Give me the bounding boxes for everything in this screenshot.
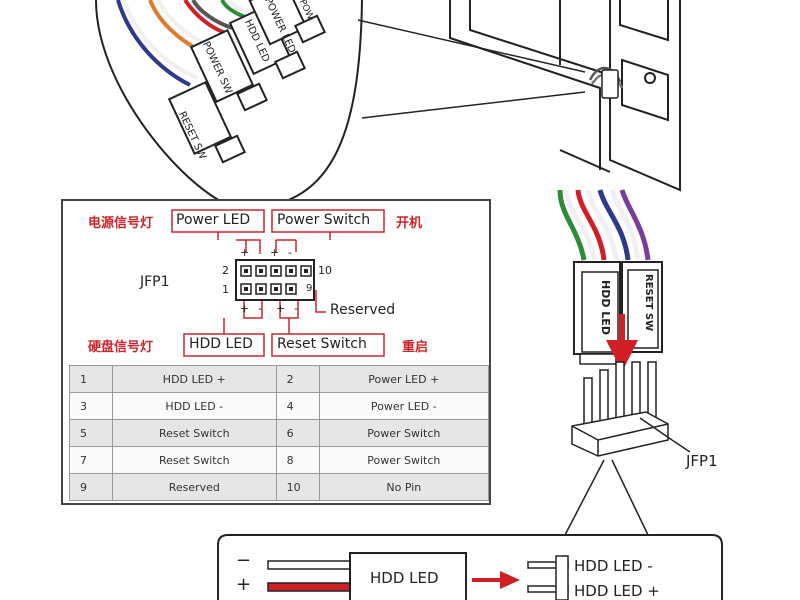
label-hdd-led-plug: HDD LED (599, 280, 612, 335)
minus-sign-a: - (258, 246, 262, 259)
detail-pins (527, 555, 569, 600)
reset-switch-box (271, 333, 385, 357)
label-row-1: 1 (222, 283, 229, 296)
pin-function-cell: Reset Switch (112, 419, 277, 447)
label-jfp1-header: JFP1 (686, 452, 718, 470)
label-hdd-indicator-cn: 硬盘信号灯 (88, 340, 154, 355)
plus-sign-a: + (240, 246, 250, 259)
down-arrow (606, 314, 638, 372)
pin-function-cell: HDD LED - (112, 392, 277, 420)
connector-power-led (248, 0, 327, 46)
pin-function-cell: Power Switch (318, 446, 490, 474)
pin-number-cell: 5 (69, 419, 113, 447)
jfp1-leader (639, 417, 673, 441)
pin-function-cell: No Pin (318, 473, 490, 501)
callout-line (361, 91, 586, 119)
power-switch-box (271, 209, 385, 233)
right-plug (573, 261, 663, 365)
right-wires (557, 189, 651, 261)
pin-number-cell: 2 (275, 365, 320, 393)
pin-number-cell: 8 (275, 446, 320, 474)
pin-number-cell: 4 (275, 392, 320, 420)
pin-number-cell: 1 (69, 365, 113, 393)
label-power-on-cn: 开机 (396, 216, 423, 231)
pin-number-cell: 7 (69, 446, 113, 474)
pin-function-cell: Reserved (112, 473, 277, 501)
wire-bundle-top (116, 0, 253, 87)
plus-sign-c: + (240, 302, 250, 315)
minus-sign-d: - (294, 302, 298, 315)
detail-arrow (472, 571, 520, 589)
pin-number-cell: 10 (275, 473, 320, 501)
pin-number-cell: 9 (69, 473, 113, 501)
jfp1-leader (671, 439, 691, 453)
case-cable (588, 66, 624, 99)
minus-sign-b: - (288, 246, 292, 259)
label-jfp1-panel: JFP1 (140, 274, 170, 290)
pin-function-cell: Power Switch (318, 419, 490, 447)
pin-function-cell: Reset Switch (112, 446, 277, 474)
pin-number-cell: 6 (275, 419, 320, 447)
label-col-9: 9 (306, 283, 313, 294)
minus-sign-c: - (258, 302, 262, 315)
connector-power-sw (189, 29, 269, 112)
zoom-line (564, 459, 605, 536)
detail-plug (349, 552, 467, 600)
label-reset-switch-box: Reset Switch (277, 336, 367, 352)
label-power-led-box: Power LED (176, 212, 251, 228)
label-power-indicator-cn: 电源信号灯 (88, 216, 154, 231)
pin-header (235, 259, 315, 301)
label-restart-cn: 重启 (402, 340, 429, 355)
detail-plus-sign: + (236, 574, 252, 595)
magnifier-view (95, 0, 586, 210)
label-power-switch-box: Power Switch (277, 212, 371, 228)
right-header-pins (571, 361, 669, 457)
pin-brackets (217, 232, 331, 334)
label-reset-sw-plug: RESET SW (643, 274, 654, 332)
plus-sign-d: + (276, 302, 286, 315)
zoom-line (611, 459, 649, 536)
label-col-10: 10 (318, 264, 332, 277)
detail-plug-label: HDD LED (370, 569, 439, 587)
pin-function-cell: Power LED + (318, 365, 490, 393)
label-reserved: Reserved (330, 302, 396, 318)
pin-function-cell: HDD LED + (112, 365, 277, 393)
label-hdd-led-box: HDD LED (189, 336, 253, 352)
pin-number-cell: 3 (69, 392, 113, 420)
pin-function-cell: Power LED - (318, 392, 490, 420)
detail-minus-sign: − (236, 550, 252, 571)
connector-reset-sw (167, 81, 247, 164)
label-row-2: 2 (222, 264, 229, 277)
detail-pin-minus-label: HDD LED - (574, 557, 653, 575)
detail-pin-plus-label: HDD LED + (574, 582, 660, 600)
plus-sign-b: + (270, 246, 280, 259)
